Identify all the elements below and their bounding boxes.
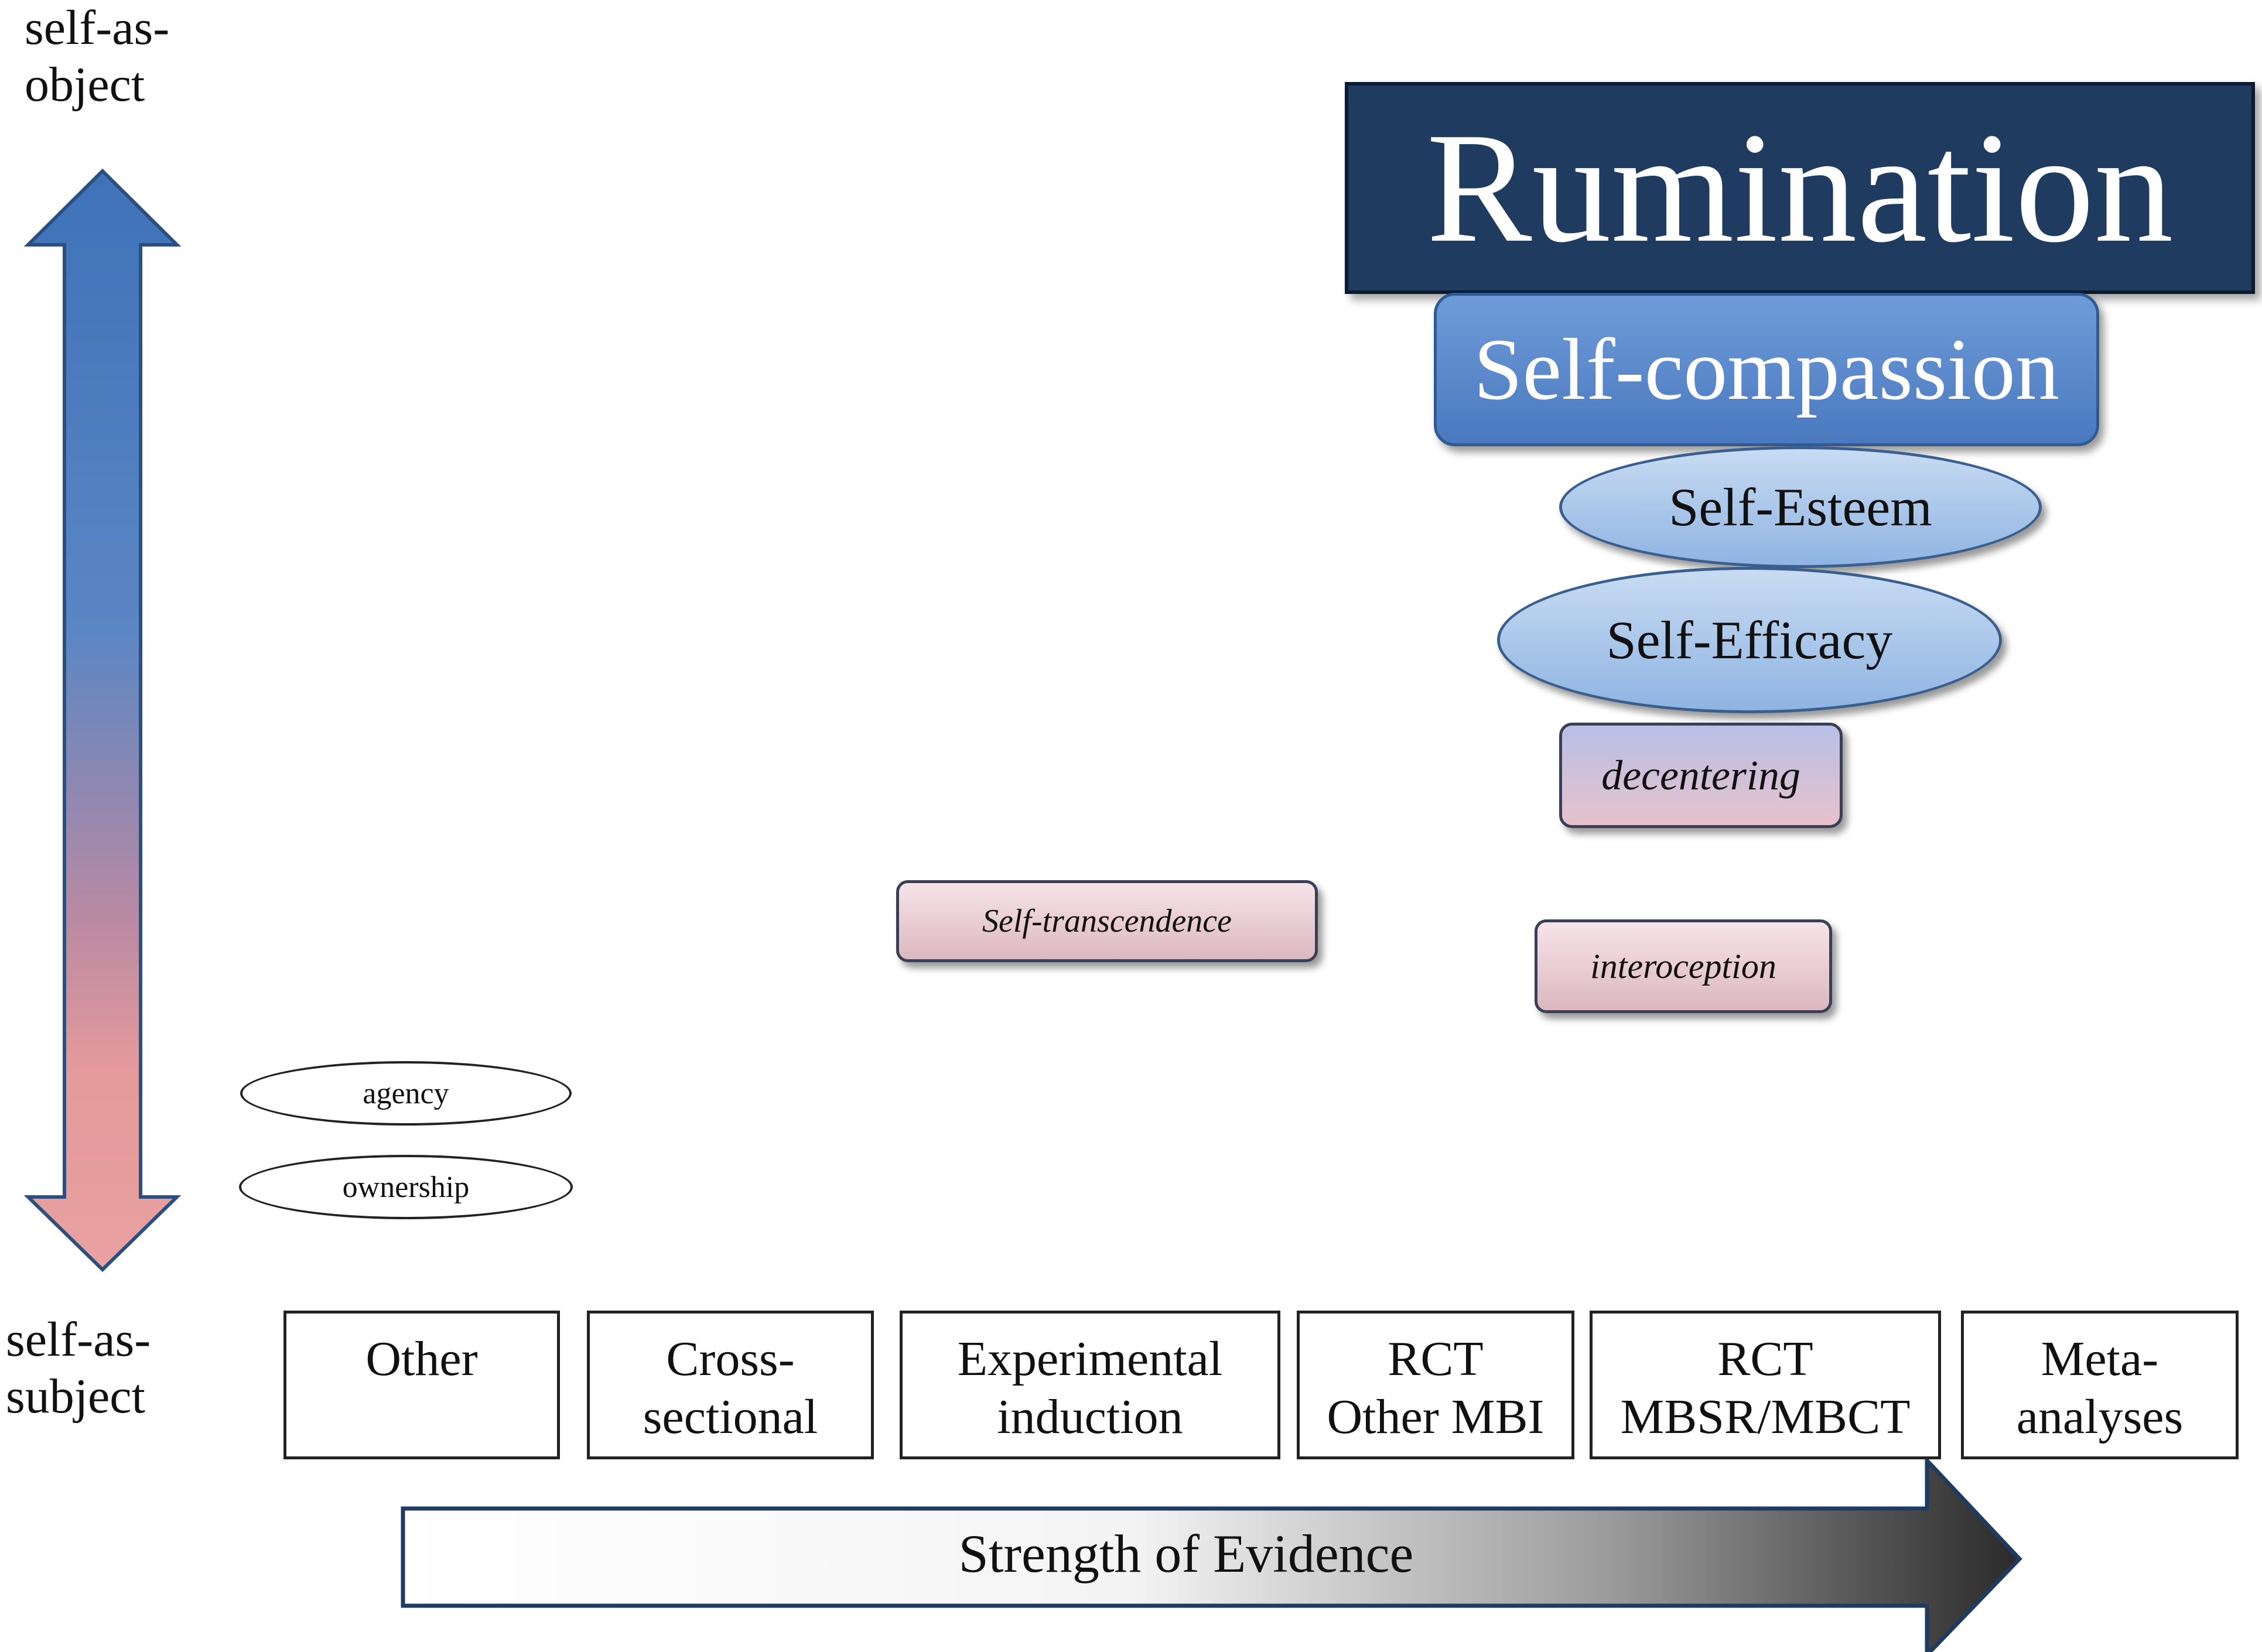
- evidence-category-meta-analyses: Meta- analyses: [1961, 1311, 2239, 1459]
- evidence-arrow-label: Strength of Evidence: [958, 1524, 1414, 1583]
- evidence-category-rct-mbsr-mbct: RCT MBSR/MBCT: [1590, 1311, 1941, 1459]
- axis-top-label: self-as- object: [25, 1, 170, 112]
- evidence-strength-arrow: [401, 1455, 2022, 1652]
- interoception-node: interoception: [1535, 919, 1832, 1013]
- rumination-node: Rumination: [1345, 82, 2255, 294]
- self-axis-arrow: [23, 168, 182, 1273]
- self-compassion-node: Self-compassion: [1434, 293, 2099, 446]
- self-transcendence-node: Self-transcendence: [896, 880, 1318, 962]
- axis-bottom-label: self-as- subject: [6, 1312, 151, 1424]
- ownership-node: ownership: [239, 1155, 573, 1219]
- evidence-category-rct-other-mbi: RCT Other MBI: [1297, 1311, 1574, 1459]
- evidence-category-cross-sectional: Cross- sectional: [587, 1311, 874, 1459]
- self-esteem-node: Self-Esteem: [1559, 446, 2042, 568]
- decentering-node: decentering: [1559, 723, 1843, 828]
- self-efficacy-node: Self-Efficacy: [1497, 567, 2002, 713]
- evidence-category-experimental-induction: Experimental induction: [900, 1311, 1280, 1459]
- evidence-category-other: Other: [283, 1311, 560, 1459]
- agency-node: agency: [240, 1061, 572, 1126]
